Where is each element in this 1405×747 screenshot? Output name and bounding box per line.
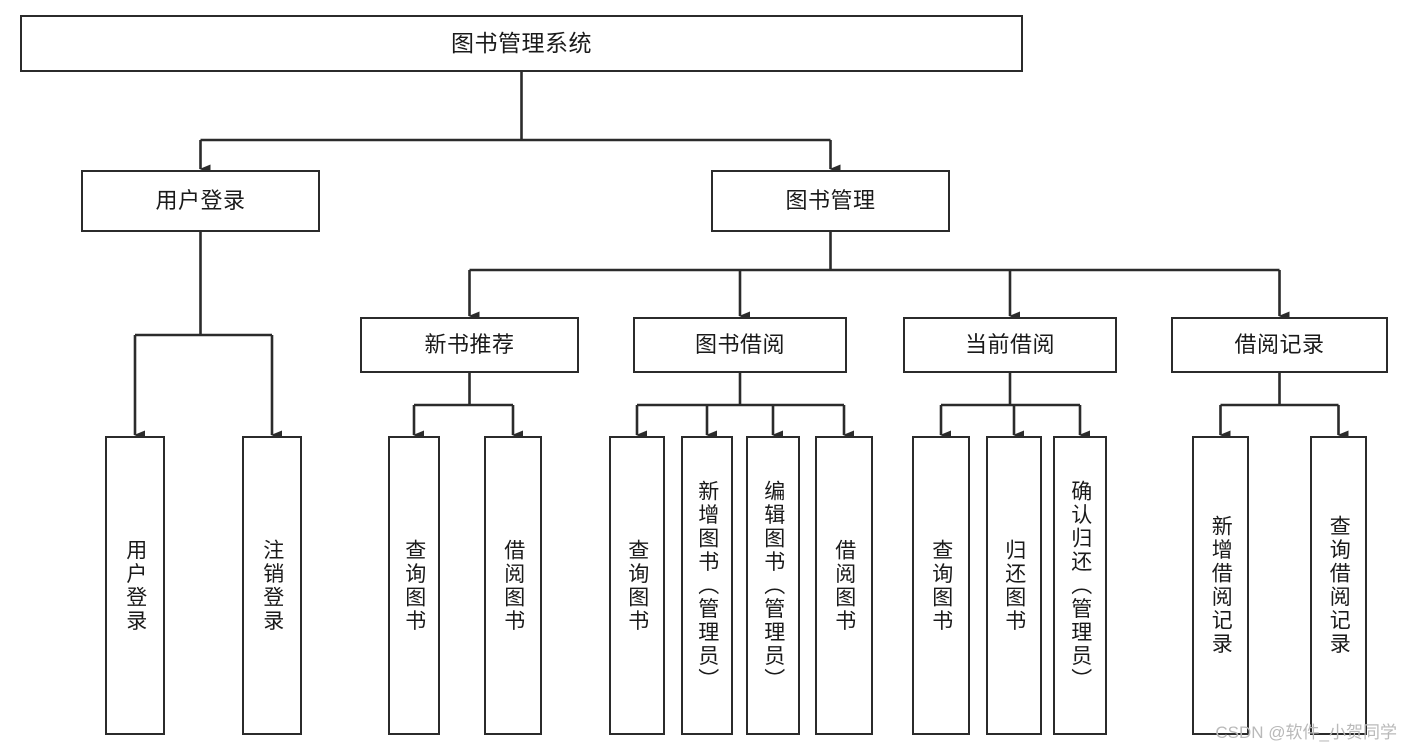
node-leaf-query-book-3[interactable]: 查询图书 [912, 436, 970, 735]
node-label: 新增借阅记录 [1209, 515, 1233, 656]
node-label: 查询图书 [402, 538, 426, 633]
node-leaf-query-borrow-record[interactable]: 查询借阅记录 [1310, 436, 1367, 735]
node-label: 图书借阅 [694, 332, 785, 358]
node-label: 借阅图书 [832, 538, 856, 633]
node-user-login[interactable]: 用户登录 [81, 170, 320, 232]
node-leaf-confirm-return-admin[interactable]: 确认归还（管理员） [1053, 436, 1107, 735]
node-leaf-query-book-2[interactable]: 查询图书 [609, 436, 665, 735]
node-label: 图书管理系统 [451, 29, 592, 56]
node-leaf-user-login[interactable]: 用户登录 [105, 436, 165, 735]
csdn-watermark: CSDN @软件_小贺同学 [1215, 723, 1397, 742]
node-leaf-query-book-1[interactable]: 查询图书 [388, 436, 440, 735]
node-current-borrowing[interactable]: 当前借阅 [903, 317, 1117, 373]
node-label: 新书推荐 [424, 332, 515, 358]
node-leaf-logout[interactable]: 注销登录 [242, 436, 302, 735]
node-book-management[interactable]: 图书管理 [711, 170, 950, 232]
node-label: 注销登录 [260, 538, 284, 633]
node-label: 新增图书（管理员） [695, 479, 719, 692]
node-new-book-recommendation[interactable]: 新书推荐 [360, 317, 579, 373]
node-leaf-borrow-book-1[interactable]: 借阅图书 [484, 436, 542, 735]
node-label: 查询借阅记录 [1327, 515, 1351, 656]
node-leaf-return-book[interactable]: 归还图书 [986, 436, 1042, 735]
node-leaf-borrow-book-2[interactable]: 借阅图书 [815, 436, 873, 735]
node-label: 借阅图书 [501, 538, 525, 633]
node-label: 查询图书 [625, 538, 649, 633]
node-label: 查询图书 [929, 538, 953, 633]
node-label: 图书管理 [785, 188, 876, 214]
node-leaf-add-book-admin[interactable]: 新增图书（管理员） [681, 436, 733, 735]
node-leaf-edit-book-admin[interactable]: 编辑图书（管理员） [746, 436, 800, 735]
node-label: 编辑图书（管理员） [761, 479, 785, 692]
node-label: 当前借阅 [964, 332, 1055, 358]
node-book-borrowing[interactable]: 图书借阅 [633, 317, 847, 373]
node-label: 借阅记录 [1234, 332, 1325, 358]
node-root-system[interactable]: 图书管理系统 [20, 15, 1023, 72]
node-borrowing-records[interactable]: 借阅记录 [1171, 317, 1388, 373]
node-label: 用户登录 [123, 538, 147, 633]
node-label: 用户登录 [155, 188, 246, 214]
node-label: 归还图书 [1002, 538, 1026, 633]
node-label: 确认归还（管理员） [1068, 479, 1092, 692]
node-leaf-add-borrow-record[interactable]: 新增借阅记录 [1192, 436, 1249, 735]
